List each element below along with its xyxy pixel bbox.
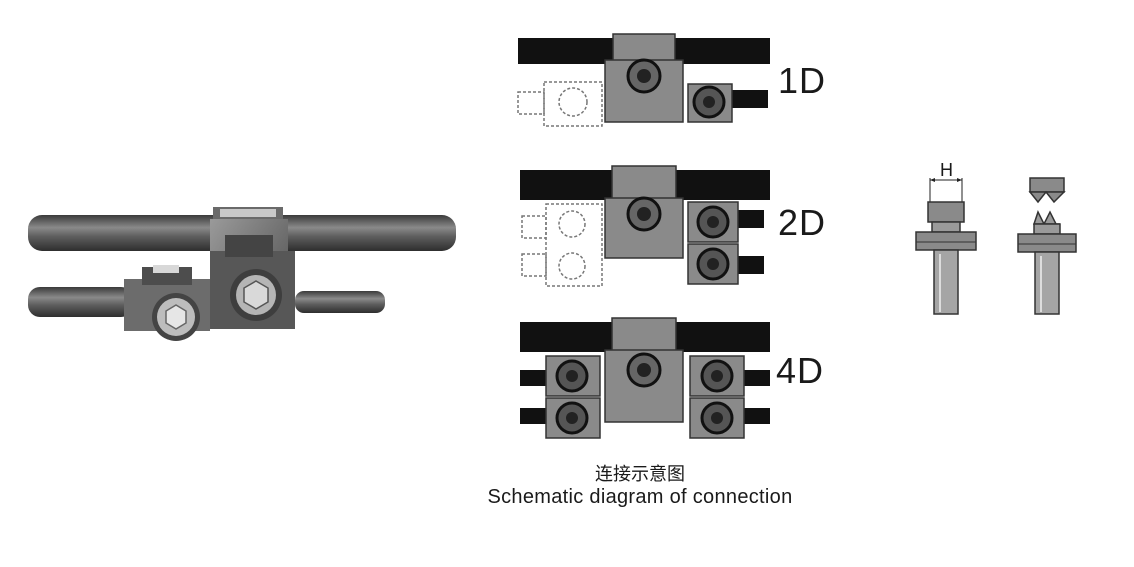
caption-chinese: 连接示意图 — [595, 464, 685, 485]
label-2d: 2D — [778, 202, 827, 243]
connector-photo — [20, 195, 460, 355]
pipe-stub — [730, 90, 768, 108]
lower-pipe — [28, 287, 133, 317]
schematic-1d — [510, 30, 780, 138]
dimension-label-h: H — [940, 160, 953, 180]
bolt-detail-intact — [910, 172, 990, 317]
optional-clamps-dashed — [521, 203, 603, 287]
bolt-detail-sheared — [1010, 172, 1090, 317]
label-1d: 1D — [778, 60, 827, 101]
label-4d: 4D — [776, 350, 825, 391]
diagram-caption: 连接示意图 Schematic diagram of connection — [430, 464, 850, 508]
schematic-4d — [510, 312, 780, 442]
caption-english: Schematic diagram of connection — [487, 486, 793, 508]
schematic-2d — [510, 158, 780, 298]
optional-clamp-dashed — [517, 81, 603, 127]
